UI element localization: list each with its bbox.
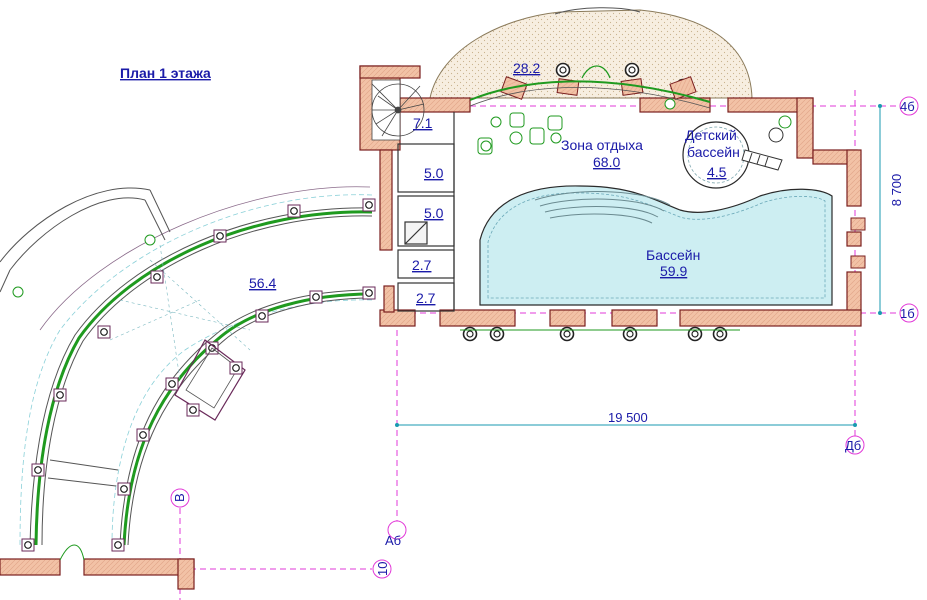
gallery-pavilion bbox=[174, 339, 246, 421]
top-terrace bbox=[429, 9, 753, 99]
label-room-c-area: 2.7 bbox=[412, 257, 432, 273]
axis-markers bbox=[170, 96, 919, 579]
axis-label-4b: 4б bbox=[900, 99, 915, 114]
label-stair-area: 7.1 bbox=[413, 115, 433, 131]
label-pool-name: Бассейн bbox=[646, 247, 700, 263]
label-pool-area: 59.9 bbox=[660, 263, 687, 279]
label-room-a-area: 5.0 bbox=[424, 165, 444, 181]
axis-label-ab: Аб bbox=[385, 533, 401, 548]
room-labels: 28.2 7.1 5.0 5.0 2.7 2.7 56.4 Зона отдых… bbox=[249, 60, 740, 306]
pool-basin bbox=[479, 185, 833, 306]
axis-label-db: Дб bbox=[845, 438, 861, 453]
depth-dimension: 8 700 bbox=[889, 174, 904, 207]
label-gallery-area: 56.4 bbox=[249, 275, 276, 291]
plant-icons bbox=[12, 98, 676, 298]
building-walls bbox=[359, 65, 862, 327]
dimension-lines bbox=[397, 106, 881, 426]
label-terrace-area: 28.2 bbox=[513, 60, 540, 76]
label-rest-zone-name: Зона отдыха bbox=[561, 137, 643, 153]
label-kids-pool-name-2: бассейн bbox=[687, 144, 740, 160]
axis-label-v: В bbox=[172, 493, 187, 502]
label-room-b-area: 5.0 bbox=[424, 205, 444, 221]
label-kids-pool-name-1: Детский bbox=[685, 127, 737, 143]
axis-lines bbox=[179, 90, 900, 600]
right-wall-openings bbox=[850, 217, 866, 269]
dimension-ticks bbox=[395, 104, 882, 427]
interior-walls bbox=[397, 112, 455, 312]
width-dimension: 19 500 bbox=[608, 410, 648, 425]
terrace-planters bbox=[500, 76, 697, 100]
front-columns bbox=[462, 326, 728, 342]
label-kids-pool-area: 4.5 bbox=[707, 164, 727, 180]
bottom-wall bbox=[0, 558, 195, 590]
staircase bbox=[371, 79, 425, 141]
kids-pool-slide bbox=[741, 149, 783, 171]
pool-steps bbox=[534, 191, 671, 224]
plan-title: План 1 этажа bbox=[120, 65, 211, 81]
rest-zone-furniture bbox=[477, 112, 563, 155]
label-rest-zone-area: 68.0 bbox=[593, 154, 620, 170]
axis-label-10: 10 bbox=[375, 562, 390, 576]
axis-label-1b: 1б bbox=[900, 306, 915, 321]
label-room-d-area: 2.7 bbox=[416, 290, 436, 306]
